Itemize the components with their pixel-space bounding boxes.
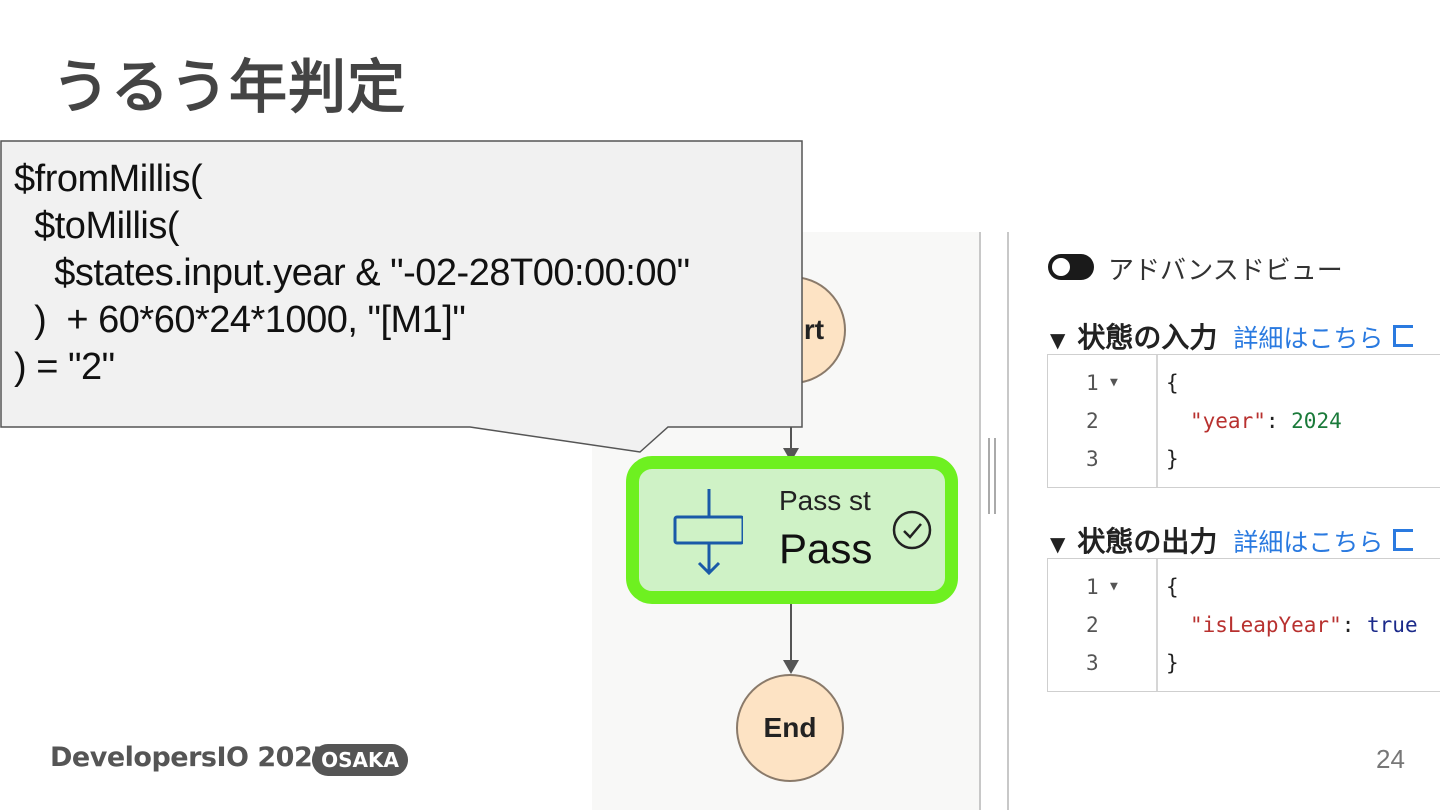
success-check-icon [892, 510, 932, 550]
line-number: 1 [1086, 371, 1099, 395]
callout-bubble [0, 140, 803, 453]
output-code-editor[interactable]: 1 ▼ 2 3 { "isLeapYear": true } [1047, 558, 1440, 692]
fold-icon[interactable]: ▼ [1110, 579, 1118, 594]
code-line: "isLeapYear": true [1190, 613, 1418, 637]
line-gutter [1048, 559, 1158, 691]
input-section-header[interactable]: ▼ 状態の入力 詳細はこちら [1050, 316, 1414, 356]
json-key: "isLeapYear" [1190, 613, 1342, 637]
advanced-view-label: アドバンスドビュー [1108, 256, 1343, 286]
line-gutter [1048, 355, 1158, 487]
json-separator: : [1265, 409, 1292, 433]
json-value: true [1367, 613, 1418, 637]
resize-handle[interactable] [988, 438, 990, 514]
input-section-title: 状態の入力 [1077, 321, 1218, 354]
osaka-badge: OSAKA [312, 744, 408, 776]
output-section-title: 状態の出力 [1077, 525, 1218, 558]
pass-state-name: Pass [779, 525, 873, 572]
brand-logo: DevelopersIO 2025 [50, 742, 331, 773]
panel-divider-right [1007, 232, 1009, 810]
advanced-view-toggle[interactable] [1048, 254, 1094, 280]
line-number: 1 [1086, 575, 1099, 599]
line-number: 3 [1086, 447, 1099, 471]
pass-state-node[interactable]: Pass st Pass [626, 456, 958, 604]
input-code-editor[interactable]: 1 ▼ 2 3 { "year": 2024 } [1047, 354, 1440, 488]
json-key: "year" [1190, 409, 1266, 433]
code-line: "year": 2024 [1190, 409, 1342, 433]
end-node[interactable]: End [736, 674, 844, 782]
page-number: 24 [1376, 744, 1405, 774]
output-section-header[interactable]: ▼ 状態の出力 詳細はこちら [1050, 520, 1414, 560]
code-line: { [1166, 575, 1179, 599]
jsonata-expression: $fromMillis( $toMillis( $states.input.ye… [14, 158, 690, 388]
panel-divider-left [979, 232, 981, 810]
fold-icon[interactable]: ▼ [1110, 375, 1118, 390]
caret-down-icon[interactable]: ▼ [1050, 328, 1066, 352]
pass-state-type: Pass st [779, 485, 871, 516]
code-line: { [1166, 371, 1179, 395]
resize-handle-line[interactable] [994, 438, 996, 514]
line-number: 2 [1086, 409, 1099, 433]
output-details-link[interactable]: 詳細はこちら [1233, 528, 1384, 557]
code-line: } [1166, 447, 1179, 471]
code-line: } [1166, 651, 1179, 675]
slide-title: うるう年判定 [52, 53, 407, 121]
input-details-link[interactable]: 詳細はこちら [1233, 324, 1384, 353]
json-separator: : [1341, 613, 1368, 637]
start-node-label: rt [803, 314, 825, 345]
caret-down-icon[interactable]: ▼ [1050, 532, 1066, 556]
connector-pass-end [790, 604, 792, 668]
external-link-icon[interactable] [1393, 325, 1414, 347]
json-value: 2024 [1291, 409, 1342, 433]
external-link-icon[interactable] [1393, 529, 1414, 551]
line-number: 2 [1086, 613, 1099, 637]
line-number: 3 [1086, 651, 1099, 675]
arrow-pass-end [783, 660, 799, 674]
pass-state-icon [673, 489, 743, 576]
